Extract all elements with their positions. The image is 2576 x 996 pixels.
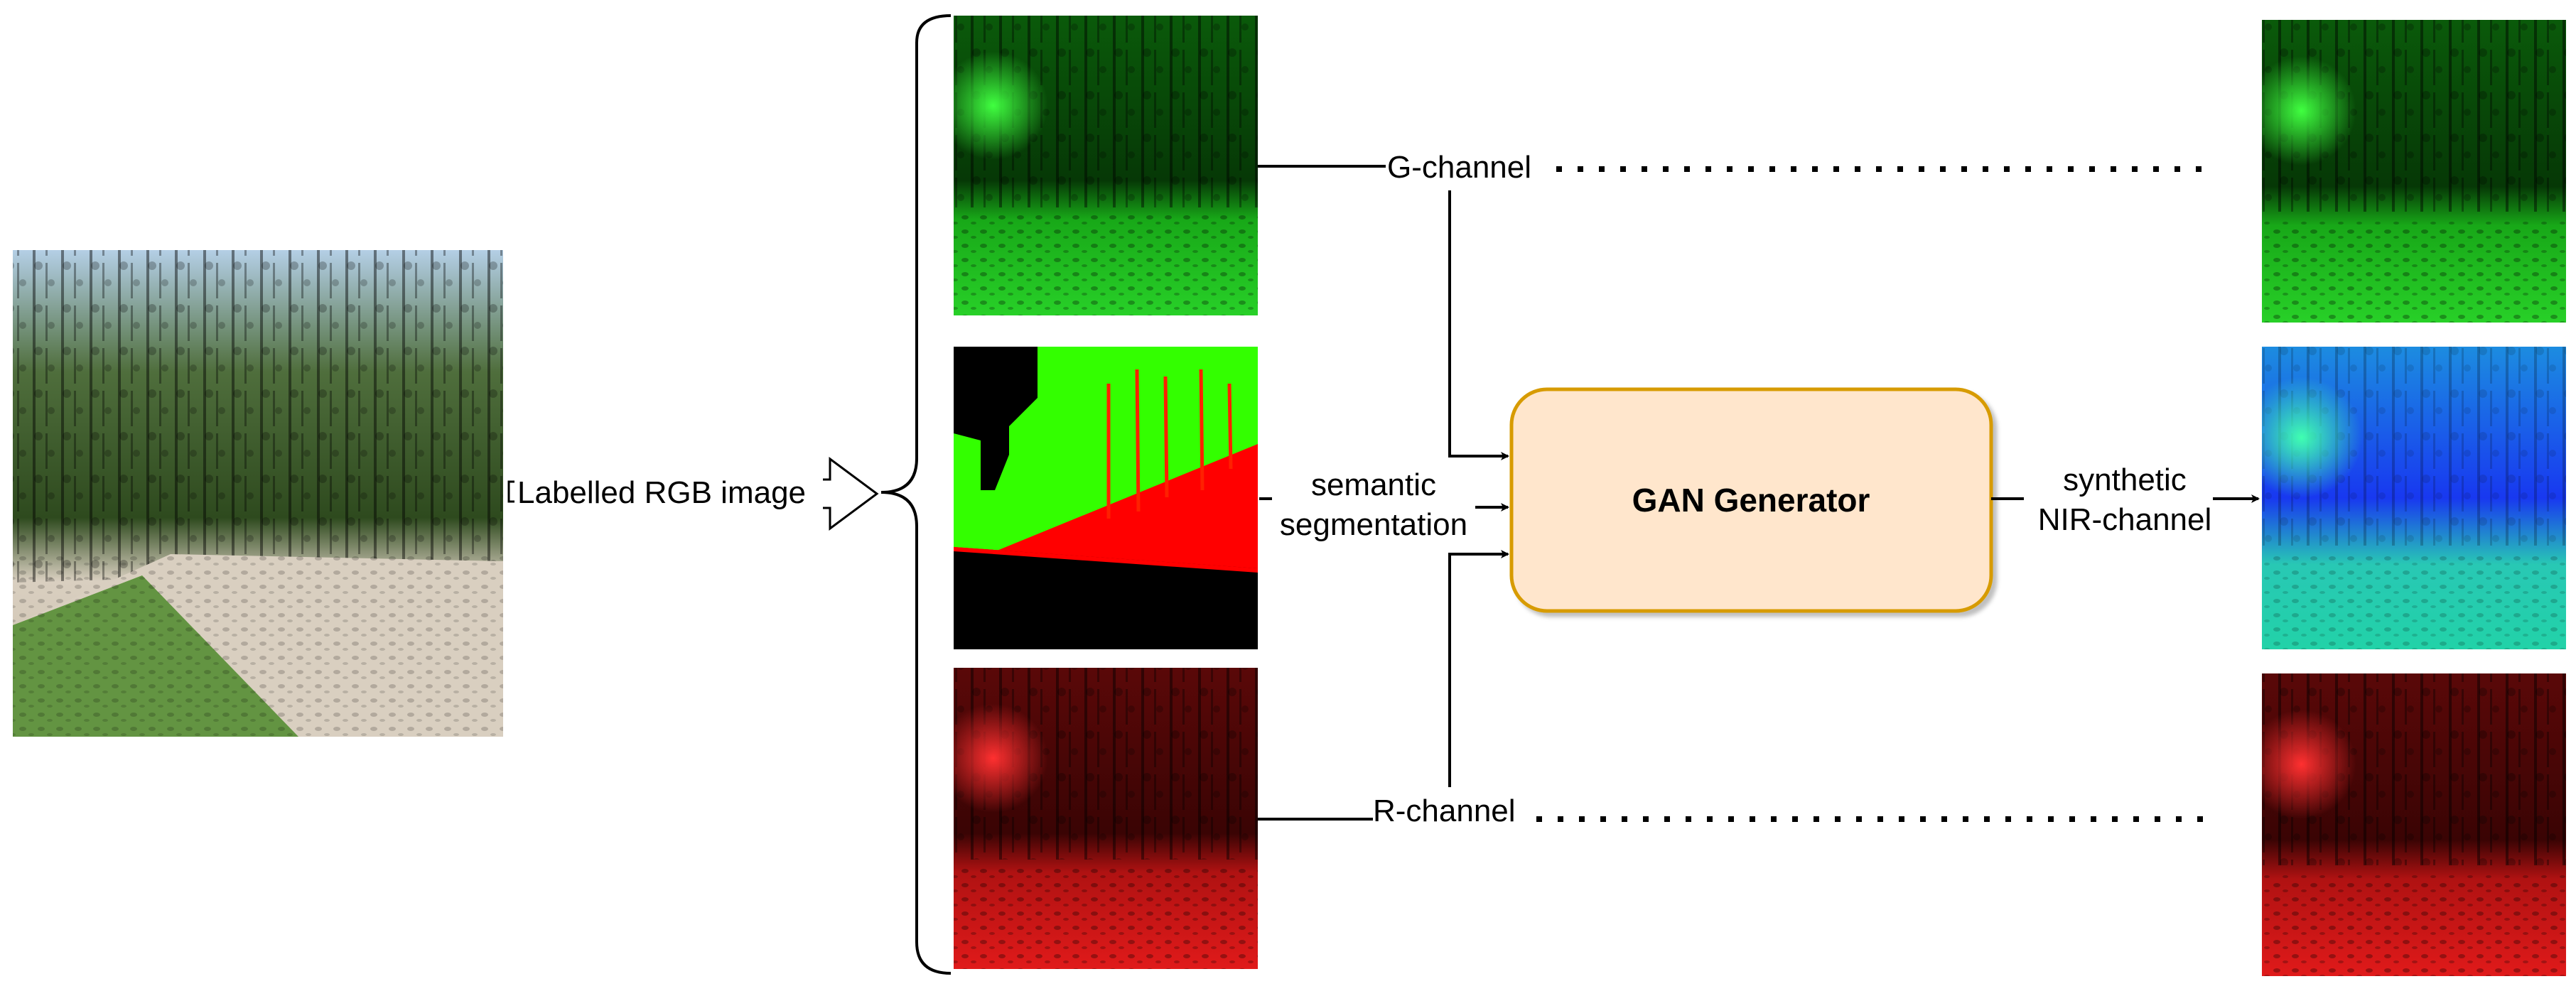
input-arrow-icon — [823, 457, 879, 531]
nir-label-line2: NIR-channel — [2038, 502, 2212, 537]
output-r-channel-image — [2262, 673, 2566, 976]
semantic-segmentation-image — [954, 347, 1258, 649]
input-bracket-icon — [507, 480, 514, 503]
semantic-label-line2: segmentation — [1280, 507, 1467, 542]
output-g-channel-image — [2262, 20, 2566, 323]
curly-brace — [880, 14, 952, 975]
labelled-rgb-image — [13, 250, 503, 737]
gan-generator-label: GAN Generator — [1632, 482, 1870, 519]
g-channel-label: G-channel — [1387, 150, 1531, 185]
input-label: Labelled RGB image — [517, 475, 806, 510]
g-channel-arrow — [1448, 190, 1509, 460]
r-channel-arrow — [1448, 550, 1509, 787]
r-channel-label: R-channel — [1373, 794, 1516, 828]
synthetic-nir-channel-image — [2262, 347, 2566, 649]
r-channel-image — [954, 668, 1258, 969]
semantic-label-line1: semantic — [1311, 467, 1436, 502]
synthetic-label-line1: synthetic — [2063, 462, 2187, 497]
g-channel-image — [954, 16, 1258, 315]
